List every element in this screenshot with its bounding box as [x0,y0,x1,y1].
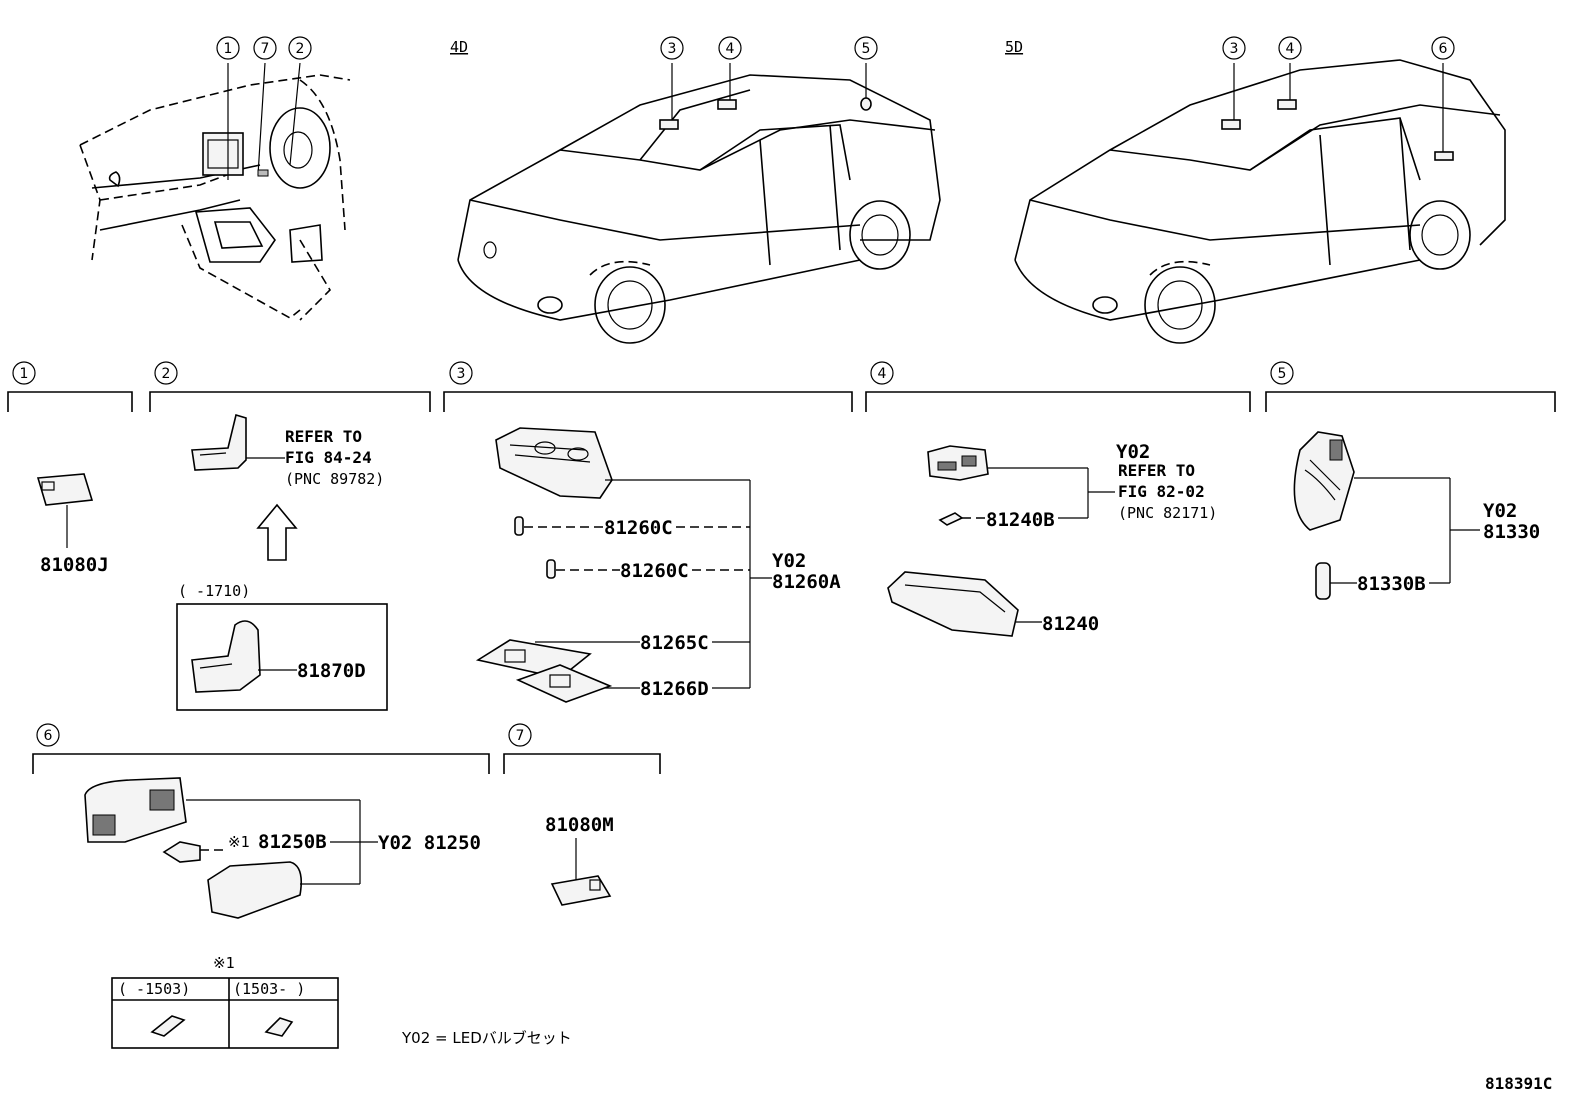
section-2-number: 2 [162,366,171,382]
part-81330-image [1293,431,1355,531]
part-81260a-label: 81260A [772,571,841,593]
part-81260c-2-label: 81260C [620,560,689,582]
part-81080j-label: 81080J [40,554,109,576]
section-7-number: 7 [516,728,525,744]
section-4: Y02 REFER TO FIG 82-02 (PNC 82171) 81240… [887,441,1217,637]
bulb-table-col2-header: (1503- ) [233,980,305,998]
part-81260a-image [495,427,613,499]
part-81330-label: 81330 [1483,521,1540,543]
bulb-table: ※1 ( -1503) (1503- ) [111,954,339,1049]
part-81870d-box [176,603,388,711]
callout-wagon-4: 4 [1286,41,1295,57]
callout-dash-2: 2 [296,41,305,57]
section-7: 81080M [545,814,614,906]
section-4-number: 4 [878,366,887,382]
callout-dash-1: 1 [224,41,233,57]
bulb-81240b-icon [938,512,964,526]
bulb-table-mark: ※1 [213,954,235,972]
part-81266d-label: 81266D [640,678,709,700]
callout-sedan-4: 4 [726,41,735,57]
part-81240-label: 81240 [1042,613,1099,635]
part-81870d-image [191,620,261,693]
part-81266d-image [515,664,613,703]
section-2: REFER TO FIG 84-24 (PNC 89782) ( -1710) … [176,413,388,711]
figure-code: 818391C [1485,1074,1552,1093]
sedan-view: 4D 3 4 5 [450,36,941,344]
part-81250-label: Y02 81250 [378,832,481,854]
bulb-81330b-icon [1315,562,1331,600]
bulb-festoon-icon [150,1015,186,1037]
section-5: Y02 81330 81330B [1293,431,1540,600]
date-range-1710: ( -1710) [178,582,250,600]
section-3: 81260C 81260C Y02 81260A 81265C 81266D [475,427,841,703]
refer-to-82171-line3: (PNC 82171) [1118,504,1217,522]
bulb-table-col1-header: ( -1503) [118,980,190,998]
wagon-label: 5D [1005,38,1023,56]
part-81250-lens-image [207,861,303,919]
part-81080m-label: 81080M [545,814,614,836]
callout-sedan-5: 5 [862,41,871,57]
section-headers: 1 2 3 4 5 6 7 [7,361,1556,774]
y02-5-label: Y02 [1483,500,1517,522]
part-82171-image [927,445,989,481]
part-81240b-label: 81240B [986,509,1055,531]
section-1-number: 1 [20,366,29,382]
callout-dash-7: 7 [261,41,270,57]
refer-to-89782-line1: REFER TO [285,427,362,446]
refer-to-82171-line1: REFER TO [1118,461,1195,480]
y02-3-label: Y02 [772,550,806,572]
bulb-wedge-icon [264,1017,294,1037]
wagon-view: 5D 3 4 6 [1005,36,1506,344]
callout-sedan-3: 3 [668,41,677,57]
part-81240-image [887,571,1019,637]
bulb-81250b-icon [162,841,201,863]
section-3-number: 3 [457,366,466,382]
section-5-number: 5 [1278,366,1287,382]
callout-wagon-3: 3 [1230,41,1239,57]
part-81330b-label: 81330B [1357,573,1426,595]
refer-to-89782-line2: FIG 84-24 [285,448,372,467]
callout-wagon-6: 6 [1439,41,1448,57]
mark-81250b: ※1 [228,833,250,851]
sedan-label: 4D [450,38,468,56]
legend-y02: Y02 = LEDバルブセット [401,1029,572,1047]
up-arrow-icon [256,503,298,561]
part-81260c-1-label: 81260C [604,517,673,539]
part-81870d-label: 81870D [297,660,366,682]
refer-to-89782-line3: (PNC 89782) [285,470,384,488]
part-89782-image [191,413,247,471]
dashboard-view: 1 7 2 [79,36,351,321]
y02-4-label: Y02 [1116,441,1150,463]
part-81080m-image [550,875,612,906]
part-81265c-label: 81265C [640,632,709,654]
part-81250b-label: 81250B [258,831,327,853]
section-6-number: 6 [44,728,53,744]
refer-to-82171-line2: FIG 82-02 [1118,482,1205,501]
bulb-81260c-2-icon [546,559,556,579]
section-6: ※1 81250B Y02 81250 [84,777,481,919]
bulb-81260c-1-icon [514,516,524,536]
section-1: 81080J [36,473,109,576]
